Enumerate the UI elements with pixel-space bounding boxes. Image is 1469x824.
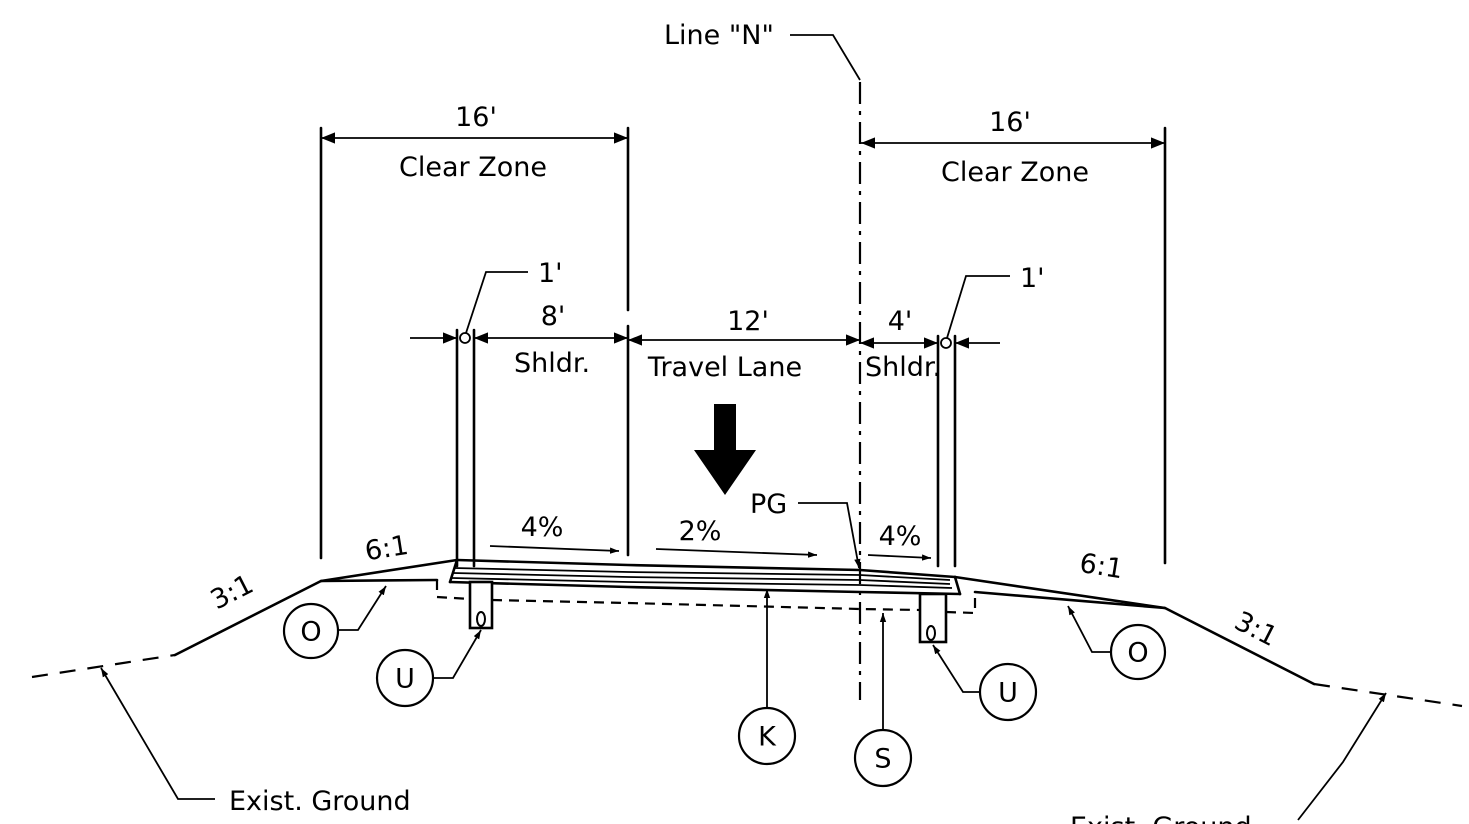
left-foreslope: 6:1: [363, 530, 411, 567]
callout-u-right: U: [978, 662, 1038, 722]
left-shoulder-dimension: 8' Shldr.: [474, 301, 628, 379]
svg-text:S: S: [874, 744, 891, 775]
direction-arrow: [694, 404, 756, 495]
centerline-label: Line "N": [664, 20, 774, 51]
travel-lane-slope: 2%: [679, 516, 722, 547]
centerline: Line "N": [664, 20, 862, 700]
svg-text:K: K: [758, 722, 777, 753]
left-shoulder-label: Shldr.: [514, 348, 590, 379]
right-shoulder-dimension: 4' Shldr.: [860, 306, 941, 383]
left-shoulder-slope: 4%: [521, 512, 564, 543]
pg-label: PG: [750, 489, 787, 520]
callout-u-left: U: [375, 648, 435, 708]
slope-labels: 4% 2% 4%: [489, 512, 932, 561]
profile-grade-point: PG: [750, 489, 861, 569]
right-shoulder-label: Shldr.: [865, 352, 941, 383]
right-clear-zone-width: 16': [989, 107, 1031, 138]
right-clear-zone-label: Clear Zone: [941, 157, 1089, 188]
right-shoulder-slope: 4%: [879, 521, 922, 552]
svg-text:U: U: [998, 678, 1018, 709]
callout-k: K: [737, 706, 797, 766]
right-existing-ground-label: Exist. Ground: [1070, 812, 1252, 824]
callout-o-left: O: [282, 602, 340, 660]
right-offset-label: 1': [1020, 263, 1045, 294]
travel-lane-dimension: 12' Travel Lane: [628, 306, 860, 383]
left-backslope: 3:1: [206, 569, 259, 616]
callout-s: S: [853, 728, 913, 788]
left-shoulder-width: 8': [541, 301, 566, 332]
right-clear-zone-dimension: 16' Clear Zone: [861, 107, 1165, 188]
right-offset-dimension: 1': [940, 263, 1045, 349]
left-clear-zone-label: Clear Zone: [399, 152, 547, 183]
underdrain-right: [918, 592, 948, 644]
lane-extension-lines: [455, 324, 957, 568]
left-offset-dimension: 1': [410, 258, 563, 344]
left-offset-label: 1': [538, 258, 563, 289]
left-clear-zone-width: 16': [455, 102, 497, 133]
callout-o-right: O: [1109, 623, 1167, 681]
callout-leaders: [100, 585, 1387, 821]
existing-ground-lines: [31, 653, 1463, 708]
svg-text:O: O: [1127, 638, 1148, 669]
travel-lane-width: 12': [727, 306, 769, 337]
right-shoulder-width: 4': [888, 306, 913, 337]
travel-lane-label: Travel Lane: [647, 352, 802, 383]
pavement-structure: [435, 558, 977, 615]
svg-text:O: O: [300, 617, 321, 648]
clear-zone-extension-lines: [319, 126, 1167, 565]
left-existing-ground-label: Exist. Ground: [229, 786, 411, 817]
svg-text:U: U: [395, 664, 415, 695]
underdrain-left: [468, 580, 494, 630]
right-foreslope: 6:1: [1077, 548, 1125, 585]
left-clear-zone-dimension: 16' Clear Zone: [321, 102, 628, 183]
